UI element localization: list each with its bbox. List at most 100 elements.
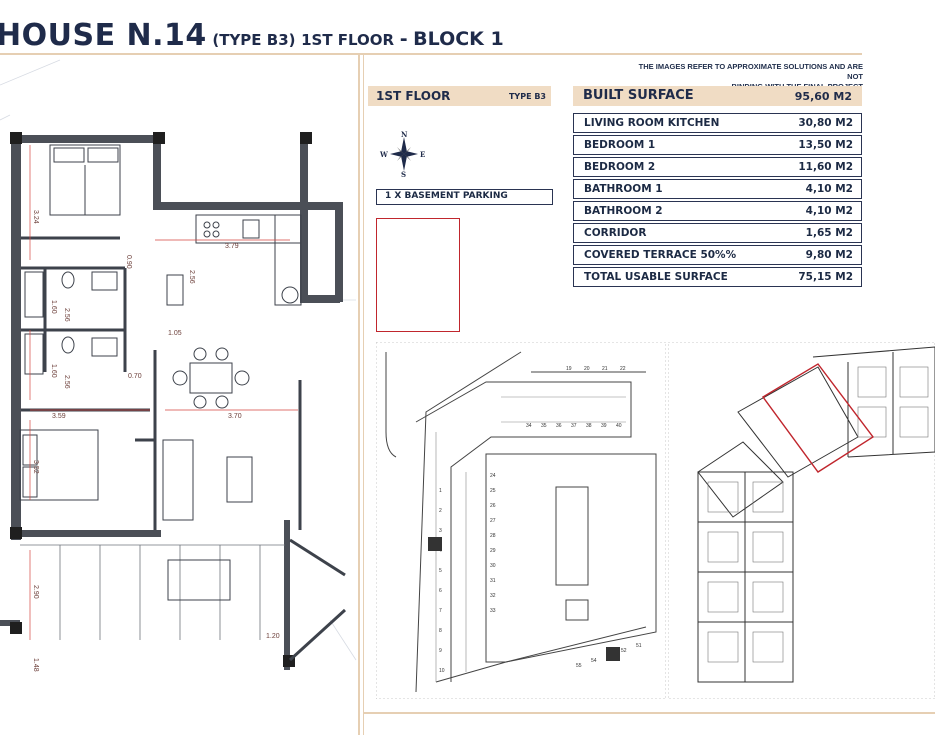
site-number: 1 (439, 488, 442, 494)
bed-1 (49, 144, 121, 216)
dim-label: 3.59 (52, 413, 66, 420)
compass-icon: N S E W (379, 131, 425, 177)
column-divider (358, 55, 360, 735)
built-surface-row: BUILT SURFACE 95,60 M2 (573, 86, 862, 106)
bathroom-fixtures (24, 271, 118, 375)
floor-plan: 3.24 0.90 3.79 2.56 1.60 2.56 1.60 2.56 … (0, 59, 357, 672)
surface-value: 4,10 M2 (805, 183, 853, 195)
dim-label: 3.79 (225, 243, 239, 250)
title-main: HOUSE N.14 (0, 18, 207, 53)
site-number: 8 (439, 628, 442, 634)
title-block: BLOCK 1 (413, 28, 504, 50)
site-number: 36 (556, 423, 562, 429)
site-number: 5 (439, 568, 442, 574)
site-number: 55 (576, 663, 582, 669)
site-number: 24 (490, 473, 496, 479)
compass-s: S (401, 170, 406, 177)
type-label: TYPE B3 (508, 92, 546, 101)
site-number: 39 (601, 423, 607, 429)
dining-table (172, 347, 250, 409)
site-number: 34 (526, 423, 532, 429)
surface-row: BEDROOM 2 11,60 M2 (573, 157, 862, 177)
site-number: 10 (439, 668, 445, 674)
living-furniture (162, 439, 253, 521)
walls (0, 135, 343, 670)
surface-label: TOTAL USABLE SURFACE (584, 271, 728, 283)
surface-row: CORRIDOR 1,65 M2 (573, 223, 862, 243)
surface-value: 11,60 M2 (798, 161, 853, 173)
site-number: 35 (541, 423, 547, 429)
total-surface-row: TOTAL USABLE SURFACE 75,15 M2 (573, 267, 862, 287)
dimension-labels: 3.24 0.90 3.79 2.56 1.60 2.56 1.60 2.56 … (32, 210, 280, 672)
dim-label: 1.60 (50, 364, 57, 378)
dim-label: 1.05 (168, 330, 182, 337)
floor-tag: 1ST FLOOR TYPE B3 (368, 86, 551, 106)
partitions (21, 236, 302, 530)
disclaimer-line-1: THE IMAGES REFER TO APPROXIMATE SOLUTION… (638, 62, 863, 81)
dim-label: 2.56 (188, 270, 195, 284)
surface-value: 1,65 M2 (805, 227, 853, 239)
title-dash: - (399, 28, 408, 50)
site-number: 22 (620, 366, 626, 372)
parking-label: 1 X BASEMENT PARKING (376, 189, 553, 205)
site-number: 40 (616, 423, 622, 429)
dim-label: 3.24 (32, 210, 39, 224)
surface-value: 9,80 M2 (805, 249, 853, 261)
site-number: 21 (602, 366, 608, 372)
parking-image-frame (376, 218, 460, 332)
surface-value: 4,10 M2 (805, 205, 853, 217)
page-title: HOUSE N.14 (TYPE B3) 1ST FLOOR - BLOCK 1 (0, 18, 504, 53)
built-surface-label: BUILT SURFACE (583, 88, 694, 103)
bed-2 (19, 429, 99, 501)
site-number: 33 (490, 608, 496, 614)
site-number: 7 (439, 608, 442, 614)
dim-label: 0.70 (128, 373, 142, 380)
compass-n: N (401, 131, 408, 139)
surface-label: BEDROOM 1 (584, 139, 656, 151)
surface-row: LIVING ROOM KITCHEN 30,80 M2 (573, 113, 862, 133)
site-number: 6 (439, 588, 442, 594)
site-number: 38 (586, 423, 592, 429)
surface-label: BATHROOM 2 (584, 205, 663, 217)
columns (10, 132, 312, 667)
site-number: 51 (636, 643, 642, 649)
site-number: 30 (490, 563, 496, 569)
dim-label: 2.56 (63, 308, 70, 322)
site-number: 2 (439, 508, 442, 514)
dim-label: 1.20 (266, 633, 280, 640)
surface-label: CORRIDOR (584, 227, 647, 239)
surface-row: BATHROOM 1 4,10 M2 (573, 179, 862, 199)
block-plan (668, 342, 935, 699)
surface-label: COVERED TERRACE 50%% (584, 249, 737, 261)
surface-label: LIVING ROOM KITCHEN (584, 117, 720, 129)
surface-value: 30,80 M2 (798, 117, 853, 129)
site-plan: 19 20 21 22 34 35 36 37 38 39 40 24 25 2… (376, 342, 666, 699)
site-number: 52 (621, 648, 627, 654)
dim-label: 3.70 (228, 413, 242, 420)
surface-row: BEDROOM 1 13,50 M2 (573, 135, 862, 155)
surface-label: BEDROOM 2 (584, 161, 656, 173)
surface-value: 75,15 M2 (798, 271, 853, 283)
site-number: 19 (566, 366, 572, 372)
surface-label: BATHROOM 1 (584, 183, 663, 195)
site-number: 9 (439, 648, 442, 654)
site-number: 26 (490, 503, 496, 509)
site-number: 27 (490, 518, 496, 524)
floor-label: 1ST FLOOR (376, 89, 451, 103)
parking-text: 1 X BASEMENT PARKING (385, 191, 508, 201)
site-number: 25 (490, 488, 496, 494)
header-divider (0, 53, 862, 55)
dim-label: 3.52 (32, 460, 39, 474)
title-floor: 1ST FLOOR (301, 31, 395, 49)
dim-label: 2.90 (32, 585, 39, 599)
site-number: 31 (490, 578, 496, 584)
site-number: 20 (584, 366, 590, 372)
surface-row: BATHROOM 2 4,10 M2 (573, 201, 862, 221)
site-number: 54 (591, 658, 597, 664)
compass-w: W (379, 150, 388, 159)
column-divider-2 (363, 55, 364, 735)
kitchen (166, 214, 302, 306)
dim-label: 1.60 (50, 300, 57, 314)
surface-value: 13,50 M2 (798, 139, 853, 151)
title-type: (TYPE B3) (212, 31, 296, 49)
